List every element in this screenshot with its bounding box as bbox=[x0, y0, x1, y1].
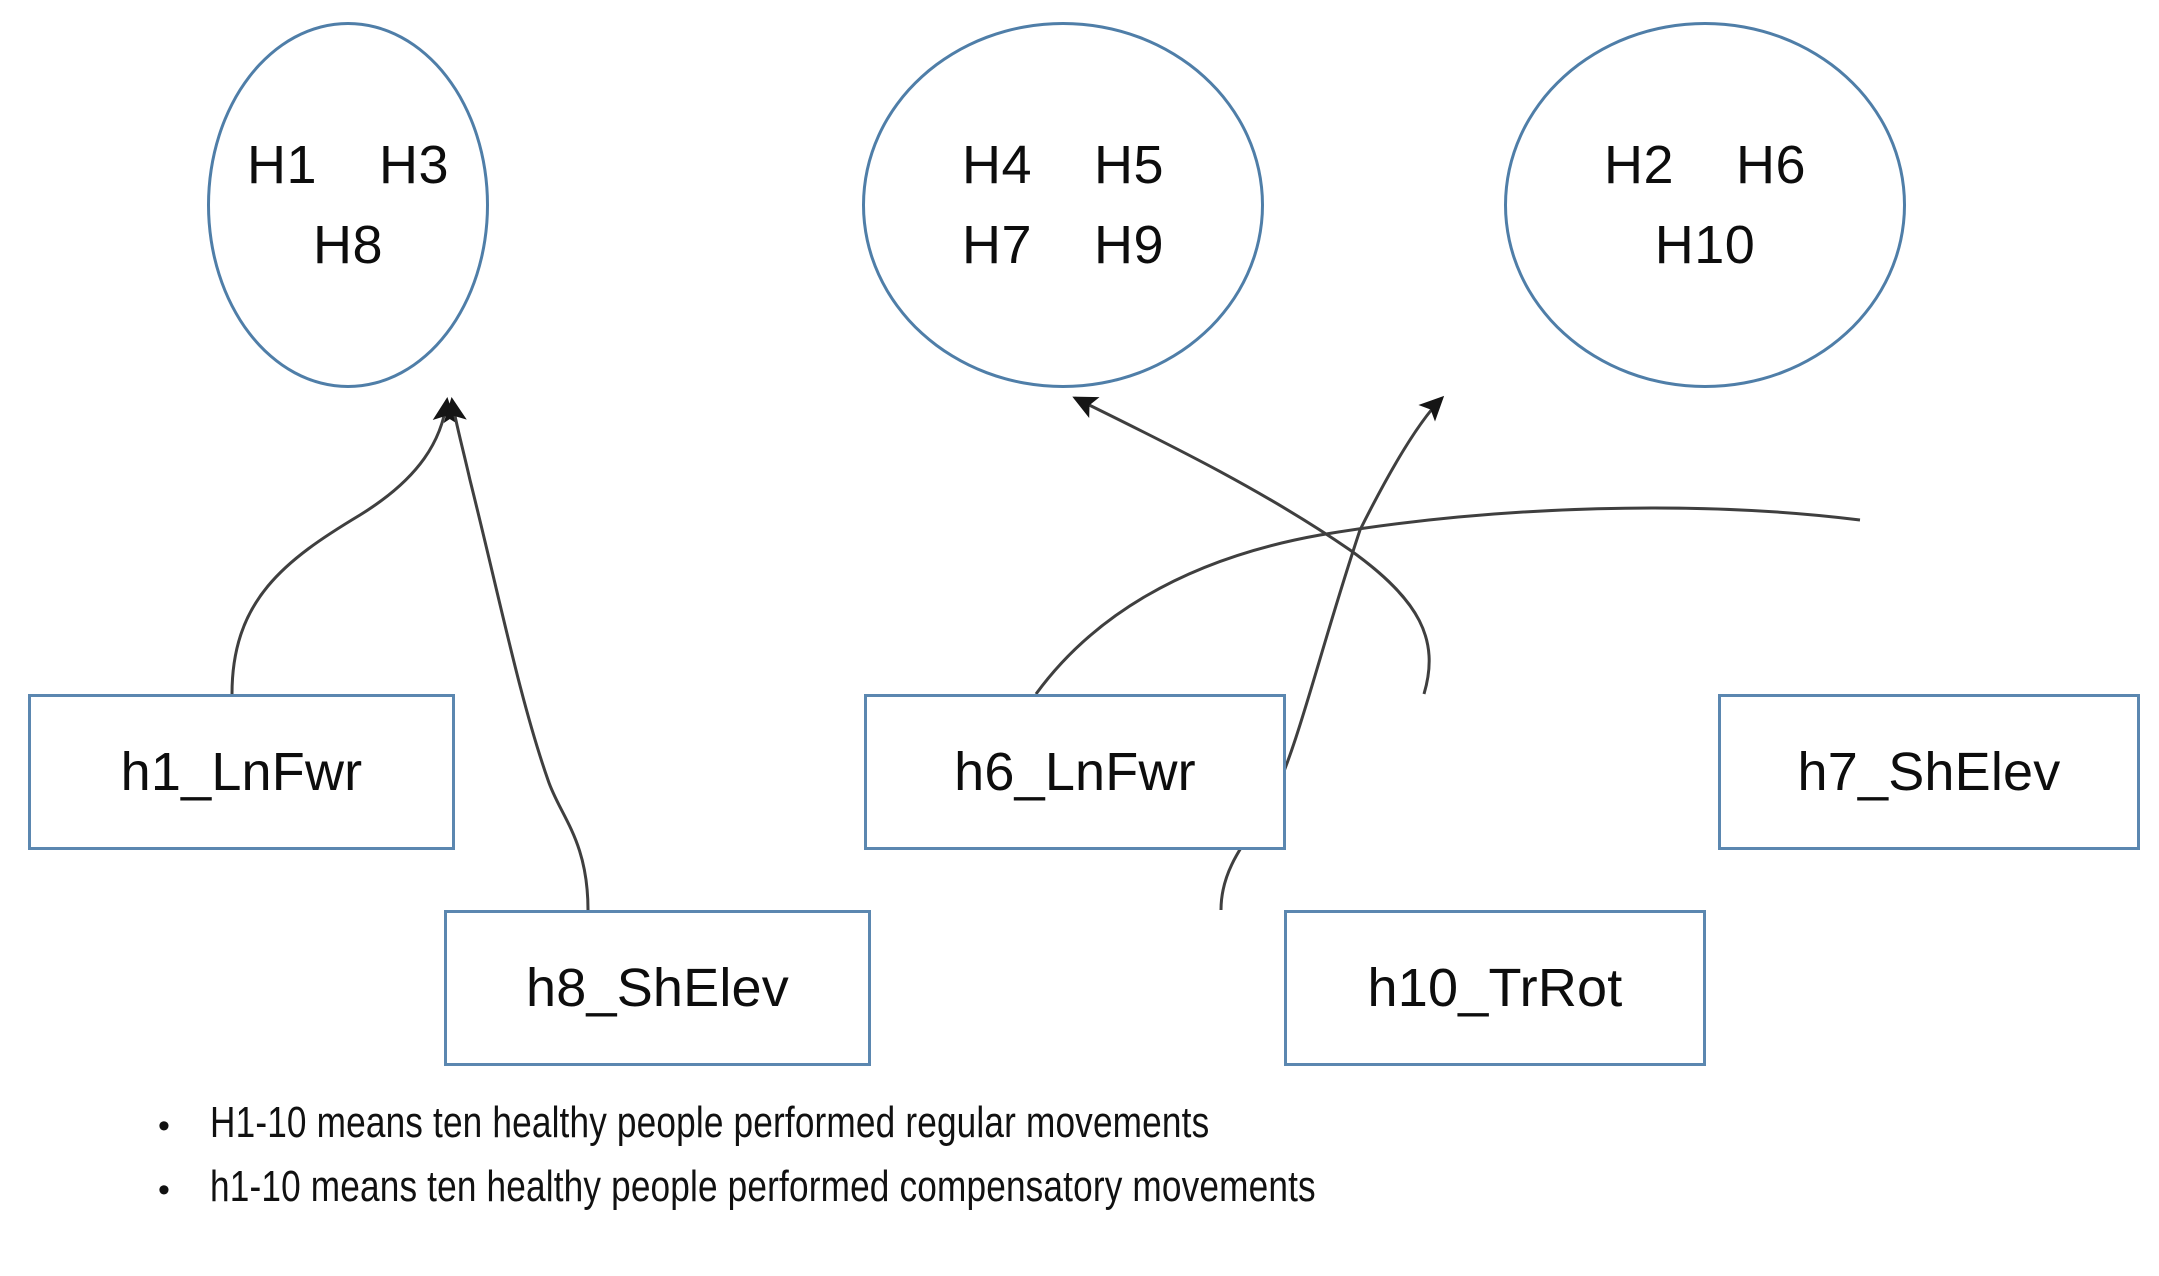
legend-item: • h1-10 means ten healthy people perform… bbox=[150, 1162, 2050, 1212]
bullet-icon: • bbox=[158, 1171, 170, 1209]
group-middle-line1: H4 H5 bbox=[961, 135, 1165, 195]
group-left-line1: H1 H3 bbox=[246, 135, 450, 195]
group-middle-line2: H7 H9 bbox=[961, 215, 1165, 275]
var-h6-lnfwr[interactable]: h6_LnFwr bbox=[864, 694, 1286, 850]
legend-item-label: H1-10 means ten healthy people performed… bbox=[210, 1098, 1210, 1147]
edge-h8-to-group-left bbox=[443, 397, 590, 911]
group-left-line2: H8 bbox=[312, 215, 384, 275]
var-h7-shelev[interactable]: h7_ShElev bbox=[1718, 694, 2140, 850]
group-right-line2: H10 bbox=[1654, 215, 1756, 275]
var-h10-trrot[interactable]: h10_TrRot bbox=[1284, 910, 1706, 1066]
legend-item: • H1-10 means ten healthy people perform… bbox=[150, 1098, 2050, 1148]
group-right[interactable]: H2 H6 H10 bbox=[1504, 22, 1906, 388]
group-middle[interactable]: H4 H5 H7 H9 bbox=[862, 22, 1264, 388]
edge-h7-to-group-middle bbox=[1072, 396, 1431, 695]
legend-item-label: h1-10 means ten healthy people performed… bbox=[210, 1162, 1316, 1211]
edge-h1-to-group-left bbox=[230, 397, 456, 695]
bullet-icon: • bbox=[158, 1107, 170, 1145]
legend: • H1-10 means ten healthy people perform… bbox=[150, 1098, 2050, 1226]
group-left[interactable]: H1 H3 H8 bbox=[207, 22, 489, 388]
group-right-line1: H2 H6 bbox=[1603, 135, 1807, 195]
edge-h6-to-group-middle bbox=[1034, 506, 1861, 695]
var-h1-lnfwr[interactable]: h1_LnFwr bbox=[28, 694, 455, 850]
var-h8-shelev[interactable]: h8_ShElev bbox=[444, 910, 871, 1066]
